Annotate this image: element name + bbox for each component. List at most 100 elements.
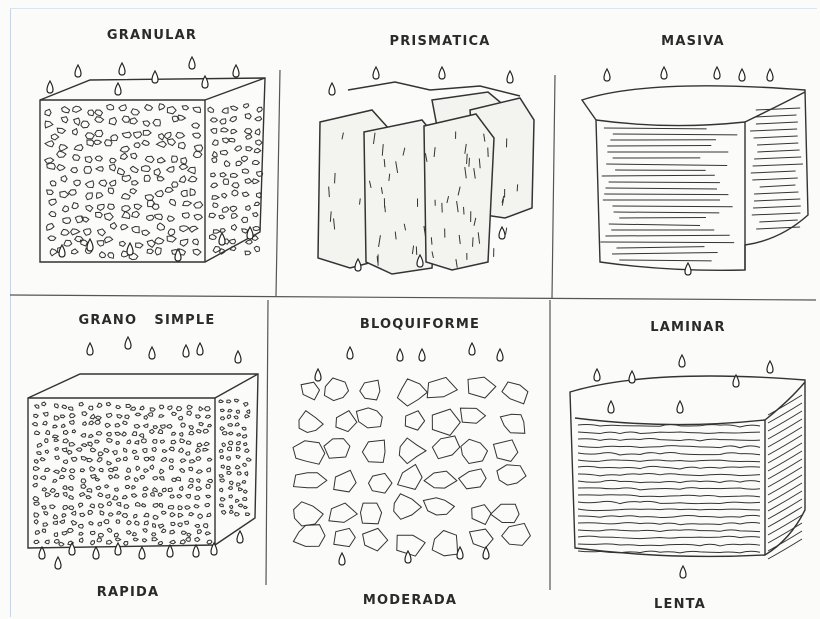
single-grain — [244, 443, 247, 446]
single-grain — [144, 521, 148, 525]
single-grain — [159, 504, 163, 508]
laminar-plate — [578, 453, 760, 455]
granular-aggregate — [236, 161, 242, 166]
granular-aggregate — [145, 195, 153, 201]
single-grain — [61, 415, 65, 418]
single-grain — [160, 405, 164, 408]
single-grain — [42, 529, 46, 532]
single-grain — [243, 497, 247, 500]
laminar-plate — [578, 439, 760, 441]
granular-aggregate — [180, 239, 188, 246]
granular-aggregate — [190, 226, 198, 232]
single-grain — [68, 450, 72, 454]
single-grain — [150, 465, 154, 470]
single-grain — [246, 458, 251, 461]
single-grain — [86, 496, 91, 499]
granular-aggregate — [73, 129, 78, 135]
single-grain — [197, 479, 201, 483]
laminar-plate — [578, 488, 760, 490]
single-grain — [245, 449, 249, 453]
single-grain — [43, 523, 48, 526]
blocky-aggregate — [394, 494, 422, 520]
water-drop-icon — [685, 263, 691, 275]
single-grain — [148, 413, 153, 416]
single-grain — [104, 520, 109, 524]
single-grain — [115, 432, 121, 435]
granular-aggregate — [96, 212, 103, 217]
single-grain — [69, 496, 74, 500]
single-grain — [197, 443, 202, 447]
single-grain — [70, 469, 75, 473]
granular-aggregate — [117, 168, 124, 175]
single-grain — [195, 537, 200, 541]
single-grain — [132, 486, 136, 489]
blocky-aggregate — [460, 408, 485, 423]
water-drop-icon — [93, 547, 99, 559]
granular-aggregate — [220, 150, 228, 155]
granular-aggregate — [105, 237, 113, 243]
laminar-plate — [768, 435, 802, 455]
massive-stroke — [760, 185, 796, 187]
single-grain — [230, 481, 234, 485]
single-grain — [227, 466, 231, 469]
single-grain — [172, 412, 177, 415]
single-grain — [125, 476, 130, 480]
massive-stroke — [604, 194, 728, 195]
blocky-aggregate — [361, 503, 382, 524]
single-grain — [205, 503, 210, 506]
single-grain — [222, 443, 226, 447]
single-grain — [243, 435, 247, 438]
single-grain — [123, 495, 128, 498]
blocky-aggregate — [423, 498, 454, 515]
massive-stroke — [604, 128, 707, 129]
water-drop-icon — [87, 239, 93, 251]
water-drop-icon — [329, 83, 335, 95]
granular-aggregate — [85, 157, 92, 163]
single-grain — [160, 469, 164, 474]
granular-aggregate — [244, 104, 249, 108]
granular-aggregate — [134, 204, 142, 210]
granular-aggregate — [45, 121, 53, 128]
single-grain — [234, 416, 238, 419]
water-drop-icon — [739, 69, 745, 81]
single-grain — [223, 432, 228, 435]
granular-aggregate — [132, 211, 140, 217]
water-drop-icon — [608, 401, 614, 413]
single-grain — [50, 488, 55, 492]
single-grain — [150, 429, 154, 433]
granular-aggregate — [47, 190, 54, 195]
single-grain — [135, 441, 139, 445]
single-grain — [221, 465, 224, 468]
granular-aggregate — [147, 240, 155, 247]
granular-aggregate — [231, 106, 238, 110]
water-drop-icon — [629, 371, 635, 383]
single-grain — [230, 505, 233, 508]
granular-aggregate — [253, 160, 260, 164]
granular-aggregate — [241, 156, 247, 161]
label-laminar: LAMINAR — [650, 320, 725, 335]
single-grain — [117, 415, 122, 419]
blocky-aggregate — [398, 465, 423, 490]
granular-aggregate — [49, 211, 56, 216]
single-grain — [134, 521, 139, 525]
single-grain — [247, 410, 250, 414]
single-grain — [123, 421, 128, 425]
granular-aggregate — [63, 218, 71, 224]
blocky-aggregate — [459, 469, 487, 489]
single-grain — [81, 479, 86, 483]
single-grain — [139, 434, 143, 438]
single-grain — [113, 467, 118, 470]
granular-aggregate — [130, 166, 138, 172]
single-grain — [105, 485, 109, 488]
granular-aggregate — [97, 241, 104, 247]
granular-aggregate — [155, 214, 163, 219]
blocky-aggregate — [491, 504, 519, 522]
single-grain — [89, 421, 94, 425]
single-grain — [185, 521, 189, 524]
single-grain — [33, 475, 37, 479]
single-grain — [89, 406, 93, 410]
single-grain — [134, 514, 138, 518]
prism-texture — [469, 158, 470, 167]
single-grain — [220, 479, 225, 482]
single-grain — [135, 413, 141, 416]
